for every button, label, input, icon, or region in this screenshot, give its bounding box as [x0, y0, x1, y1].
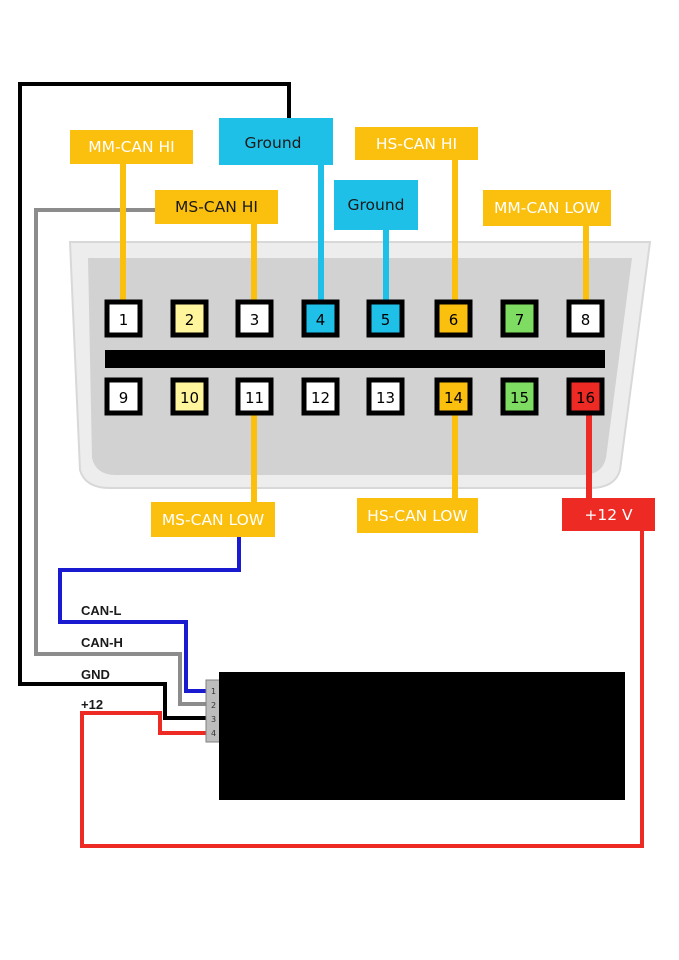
pin-box [235, 299, 274, 338]
pin-1-label: 1 [119, 311, 129, 329]
pin-box [104, 299, 143, 338]
pin-9-label: 9 [119, 389, 129, 407]
svg-text:HS-CAN HI: HS-CAN HI [376, 135, 457, 153]
pin-12: 12 [301, 377, 340, 416]
pin-10-label: 10 [180, 389, 199, 407]
tag-ground-pin5: Ground [334, 180, 418, 230]
can-l-wire [58, 534, 241, 693]
wires [18, 82, 644, 848]
pin-13: 13 [366, 377, 405, 416]
wire-labels: CAN-L CAN-H GND +12 [81, 603, 123, 712]
pin-14-label: 14 [444, 389, 463, 407]
pin-7: 7 [500, 299, 539, 338]
module-box [219, 672, 625, 800]
conn-pin-2: 2 [211, 701, 216, 710]
conn-pin-3: 3 [211, 715, 216, 724]
pin-12-label: 12 [311, 389, 330, 407]
svg-text:Ground: Ground [244, 134, 301, 152]
tag-ground-pin4: Ground [219, 118, 333, 165]
pin-box [301, 299, 340, 338]
pin-box [104, 377, 143, 416]
tag-hs-can-hi: HS-CAN HI [355, 127, 478, 160]
tag-hs-can-low: HS-CAN LOW [357, 498, 478, 533]
obd-connector-housing [68, 241, 652, 489]
plus12-wire [80, 530, 644, 848]
pin-box [434, 377, 473, 416]
pin-8: 8 [566, 299, 605, 338]
signal-tags: MM-CAN HI Ground HS-CAN HI MS-CAN HI Gro… [70, 118, 655, 537]
svg-text:Ground: Ground [347, 196, 404, 214]
pin-box [170, 377, 209, 416]
pin-box [500, 377, 539, 416]
pin-box [566, 377, 605, 416]
wire-label-can-l: CAN-L [81, 603, 121, 618]
pin-3-label: 3 [250, 311, 260, 329]
pin-box [235, 377, 274, 416]
pin-row-bottom: 9 10 11 12 13 14 15 16 [104, 377, 605, 416]
pin-5-label: 5 [381, 311, 391, 329]
pin-10: 10 [170, 377, 209, 416]
pin-2: 2 [170, 299, 209, 338]
svg-text:MM-CAN HI: MM-CAN HI [88, 138, 175, 156]
pin-4-label: 4 [316, 311, 326, 329]
conn-pin-4: 4 [211, 729, 216, 738]
pin-13-label: 13 [376, 389, 395, 407]
conn-pin-1: 1 [211, 687, 216, 696]
pin-1: 1 [104, 299, 143, 338]
pin-box [500, 299, 539, 338]
tag-plus-12v: +12 V [562, 498, 655, 531]
svg-text:HS-CAN LOW: HS-CAN LOW [367, 507, 468, 525]
pin-box [301, 377, 340, 416]
connector-divider-bar [105, 350, 605, 368]
pin-5: 5 [366, 299, 405, 338]
svg-text:MM-CAN LOW: MM-CAN LOW [494, 199, 600, 217]
svg-text:+12 V: +12 V [584, 506, 633, 524]
pin-6-label: 6 [449, 311, 459, 329]
tag-ms-can-low: MS-CAN LOW [151, 502, 275, 537]
pin-7-label: 7 [515, 311, 525, 329]
pin-box [170, 299, 209, 338]
ground-wire [18, 82, 291, 720]
svg-text:MS-CAN HI: MS-CAN HI [175, 198, 258, 216]
module-connector: 1 2 3 4 [205, 679, 223, 743]
pin-6: 6 [434, 299, 473, 338]
tag-ms-can-hi: MS-CAN HI [155, 190, 278, 224]
can-h-wire [34, 208, 212, 706]
pin-box [434, 299, 473, 338]
pin-box [366, 299, 405, 338]
pin-2-label: 2 [185, 311, 195, 329]
pin-16-label: 16 [576, 389, 595, 407]
tag-mm-can-hi: MM-CAN HI [70, 130, 193, 164]
pin-4: 4 [301, 299, 340, 338]
pin-box [566, 299, 605, 338]
pin-14: 14 [434, 377, 473, 416]
svg-text:MS-CAN LOW: MS-CAN LOW [162, 511, 264, 529]
tag-mm-can-low: MM-CAN LOW [483, 190, 611, 226]
pin-8-label: 8 [581, 311, 591, 329]
pin-11: 11 [235, 377, 274, 416]
pin-3: 3 [235, 299, 274, 338]
pin-row-top: 1 2 3 4 5 6 7 8 [104, 299, 605, 338]
pin-16: 16 [566, 377, 605, 416]
pin-15: 15 [500, 377, 539, 416]
pin-box [366, 377, 405, 416]
wire-label-can-h: CAN-H [81, 635, 123, 650]
pin-11-label: 11 [245, 389, 264, 407]
wire-label-plus12: +12 [81, 697, 103, 712]
pin-15-label: 15 [510, 389, 529, 407]
pin-9: 9 [104, 377, 143, 416]
wire-label-gnd: GND [81, 667, 110, 682]
